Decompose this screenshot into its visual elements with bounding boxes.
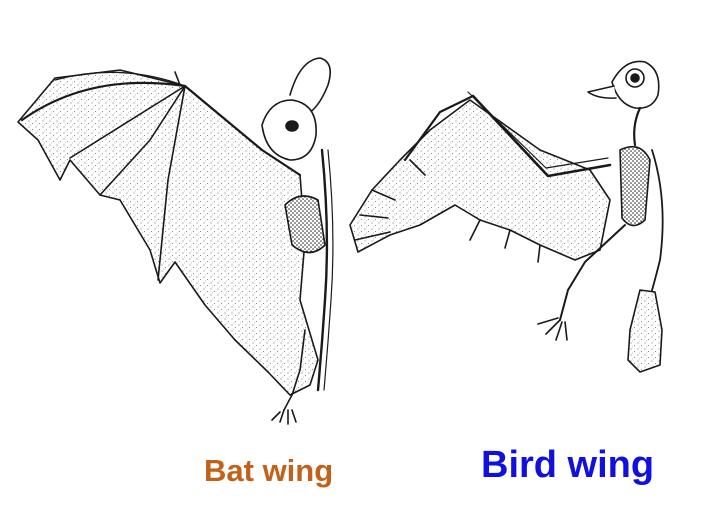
bat-skeleton-drawing: [17, 57, 334, 425]
bird-skeleton-drawing: [349, 60, 664, 373]
bat-digit: [99, 85, 186, 196]
bird-skull: [611, 60, 660, 110]
bird-beak: [587, 85, 617, 99]
bird-humerus: [471, 94, 612, 178]
bat-digit: [69, 85, 186, 159]
bat-ear: [289, 57, 331, 116]
bat-digit: [157, 85, 186, 281]
bat-wing-label: Bat wing: [204, 453, 334, 488]
bird-wing-feathers: [349, 99, 611, 261]
bird-tail: [627, 289, 663, 373]
bat-ribcage: [284, 195, 326, 254]
bird-ribcage: [619, 145, 651, 227]
bird-wing-label: Bird wing: [481, 444, 655, 486]
